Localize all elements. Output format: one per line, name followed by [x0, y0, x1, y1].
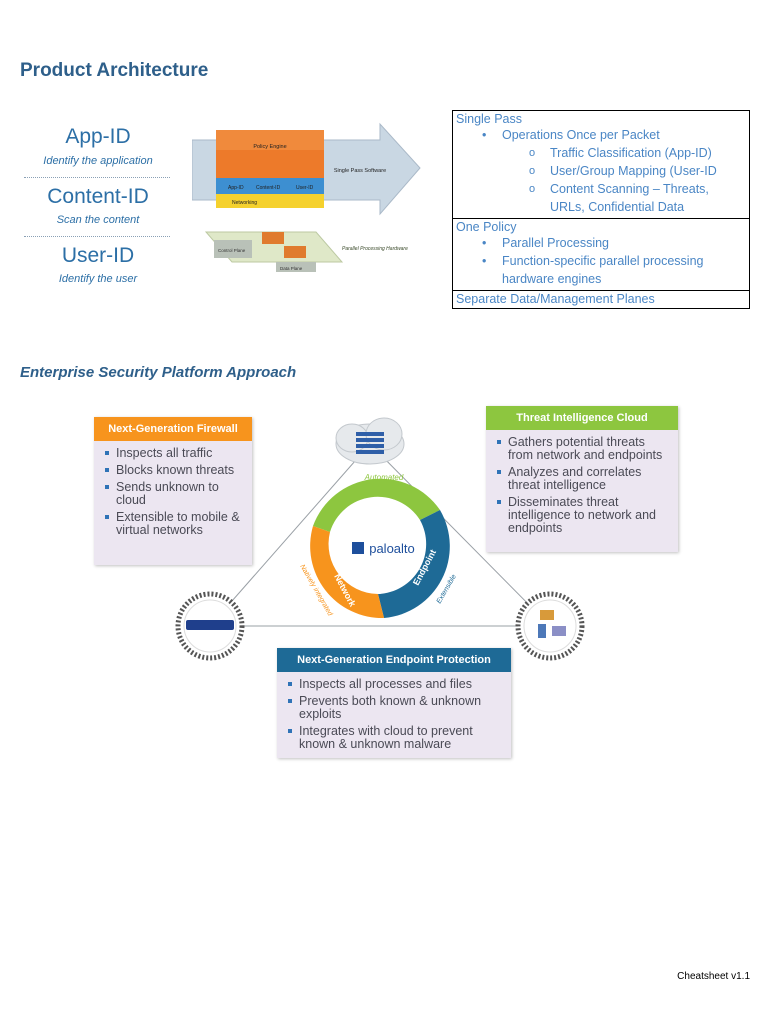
list-item: Content Scanning – Threats, URLs, Confid…	[456, 180, 746, 216]
architecture-table: Single Pass Operations Once per Packet T…	[452, 110, 750, 309]
cloud-icon	[335, 417, 405, 465]
content-id-layer: Content-ID	[256, 185, 281, 191]
list-item: Parallel Processing	[456, 234, 746, 252]
firewall-icon	[175, 591, 245, 661]
tic-heading: Threat Intelligence Cloud	[486, 406, 678, 430]
list-item: Prevents both known & unknown exploits	[287, 695, 503, 721]
hardware-label: Parallel Processing Hardware	[342, 246, 408, 252]
list-item: Traffic Classification (App-ID)	[456, 144, 746, 162]
ring-diagram: paloalto Cloud Network Endpoint Automate…	[298, 473, 458, 618]
list-item: Sends unknown to cloud	[104, 481, 244, 507]
list-item: Operations Once per Packet	[456, 126, 746, 144]
automated-label: Automated	[364, 473, 404, 482]
one-policy-row: One Policy Parallel Processing Function-…	[453, 219, 749, 291]
single-pass-heading: Single Pass	[456, 112, 523, 126]
footer-version: Cheatsheet v1.1	[677, 971, 750, 982]
separate-planes-row: Separate Data/Management Planes	[456, 292, 655, 306]
ngfw-box: Next-Generation Firewall Inspects all tr…	[94, 417, 252, 565]
ngep-box: Next-Generation Endpoint Protection Insp…	[277, 648, 511, 758]
data-plane-label: Data Plane	[280, 266, 303, 271]
networking-layer: Networking	[232, 200, 257, 206]
cloud-segment-label: Cloud	[363, 498, 389, 508]
policy-engine-layer: Policy Engine	[253, 144, 286, 150]
list-item: Analyzes and correlates threat intellige…	[496, 466, 670, 492]
content-id-label: Content-ID	[47, 185, 149, 208]
list-item: Blocks known threats	[104, 464, 244, 477]
endpoint-devices-icon	[515, 591, 585, 661]
list-item: Integrates with cloud to prevent known &…	[287, 725, 503, 751]
list-item: Inspects all processes and files	[287, 678, 503, 691]
tic-box: Threat Intelligence Cloud Gathers potent…	[486, 406, 678, 552]
single-pass-architecture-diagram: Policy Engine App-ID Content-ID User-ID …	[192, 122, 421, 272]
one-policy-heading: One Policy	[456, 220, 517, 234]
app-id-layer: App-ID	[228, 185, 244, 191]
ngep-heading: Next-Generation Endpoint Protection	[277, 648, 511, 672]
single-pass-row: Single Pass Operations Once per Packet T…	[453, 111, 749, 219]
list-item: Disseminates threat intelligence to netw…	[496, 496, 670, 535]
section-title: Enterprise Security Platform Approach	[20, 364, 297, 381]
ngfw-heading: Next-Generation Firewall	[94, 417, 252, 441]
logo-text: paloalto	[369, 541, 415, 556]
content-id-caption: Scan the content	[56, 214, 140, 226]
arrow-label: Single Pass Software	[334, 168, 386, 174]
list-item: Function-specific parallel processing ha…	[456, 252, 746, 288]
list-item: Inspects all traffic	[104, 447, 244, 460]
user-id-caption: Identify the user	[58, 273, 138, 285]
list-item: Extensible to mobile & virtual networks	[104, 511, 244, 537]
app-id-caption: Identify the application	[43, 155, 153, 167]
divider	[24, 236, 170, 237]
app-id-label: App-ID	[65, 125, 131, 148]
control-plane-label: Control Plane	[218, 248, 246, 253]
platform-diagram: paloalto Cloud Network Endpoint Automate…	[175, 417, 585, 661]
list-item: Gathers potential threats from network a…	[496, 436, 670, 462]
list-item: User/Group Mapping (User-ID	[456, 162, 746, 180]
user-id-layer: User-ID	[296, 185, 314, 191]
page-title: Product Architecture	[20, 60, 209, 81]
user-id-label: User-ID	[61, 244, 135, 267]
divider	[24, 177, 170, 178]
